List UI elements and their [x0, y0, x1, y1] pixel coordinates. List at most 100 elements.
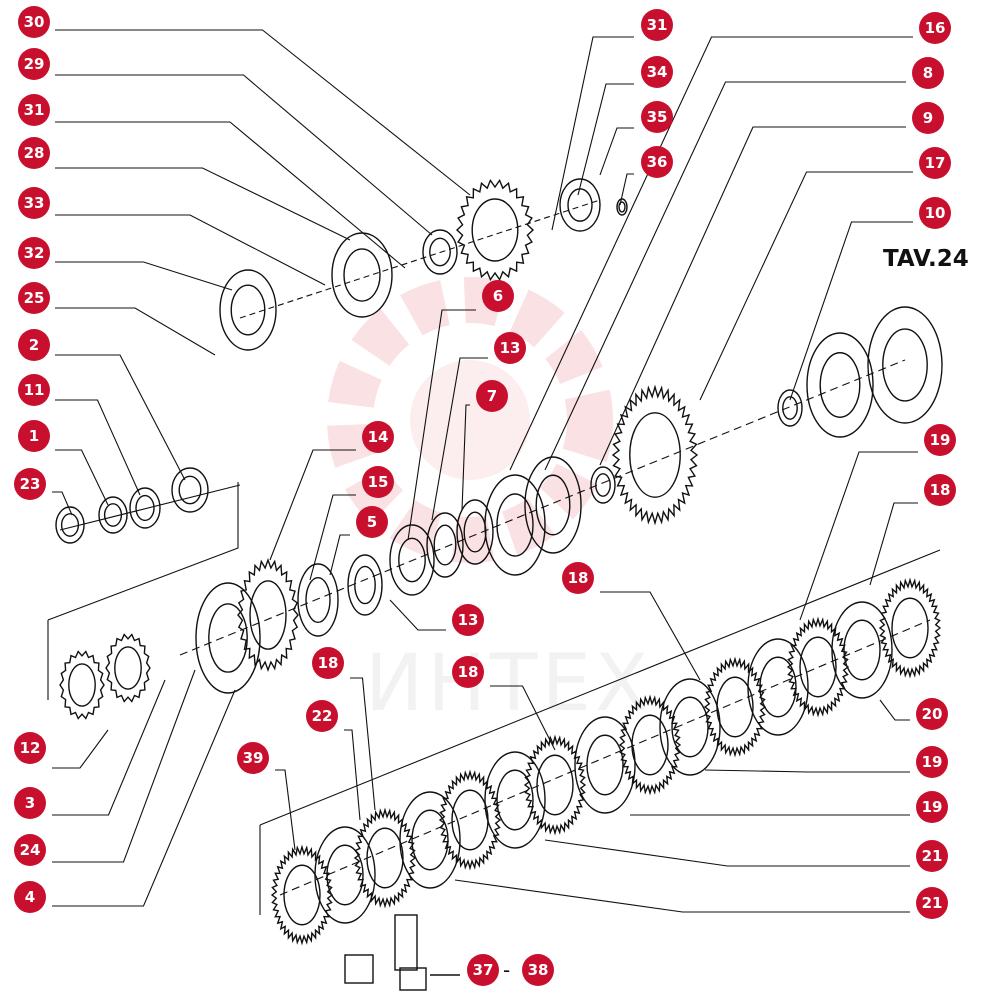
callout-circle	[522, 954, 554, 986]
callout-circle	[362, 466, 394, 498]
callout-number: 33	[24, 194, 45, 212]
callout-c17: 17	[919, 147, 951, 179]
drum_17-inner	[629, 412, 681, 498]
callout-c31a: 31	[18, 94, 50, 126]
callout-circle	[14, 468, 46, 500]
part-ring_8	[524, 456, 582, 554]
callout-c14: 14	[362, 421, 394, 453]
plate_18e-inner	[451, 789, 489, 851]
callout-c29: 29	[18, 48, 50, 80]
plate_18d-inner	[536, 754, 574, 816]
leader-c2	[55, 354, 186, 481]
leader-c1	[55, 449, 109, 506]
circlip_36-inner	[618, 201, 626, 213]
ring_15-outer	[297, 563, 339, 637]
callout-circle	[641, 9, 673, 41]
part-ring_29	[422, 229, 458, 275]
leader-c18a	[869, 502, 918, 586]
callout-number: 12	[20, 739, 41, 757]
plate_18-inner	[843, 619, 881, 681]
plate_19-inner	[799, 636, 837, 698]
callout-number: 15	[368, 473, 389, 491]
leader-c6	[407, 309, 476, 541]
callout-c18a: 18	[924, 474, 956, 506]
plate_39-teeth	[270, 844, 334, 946]
leader-c22	[344, 729, 361, 821]
gear_30-inner	[471, 198, 519, 262]
leader-c13b	[389, 599, 446, 631]
shim_10-inner	[819, 352, 861, 418]
watermark-text: ИНТЕХ	[365, 639, 652, 729]
part-plate_18f	[353, 807, 417, 909]
callout-number: 29	[24, 55, 45, 73]
part-plate_19c	[659, 678, 721, 776]
plate_28-outer	[331, 232, 393, 318]
callout-c18d: 18	[452, 656, 484, 688]
plate_22-inner	[326, 844, 364, 906]
callout-circle	[916, 840, 948, 872]
page-title: TAV.24	[883, 246, 969, 272]
callout-circle	[18, 329, 50, 361]
plate_39-inner	[283, 864, 321, 926]
callout-c19c: 19	[916, 791, 948, 823]
callout-c4: 4	[14, 881, 46, 913]
callout-circle	[924, 474, 956, 506]
callout-number: 23	[20, 475, 41, 493]
callout-c18b: 18	[562, 562, 594, 594]
callout-c38: 38	[522, 954, 554, 986]
leader-c36	[619, 173, 634, 206]
bush_10-inner	[782, 396, 798, 420]
leader-c33	[55, 214, 326, 286]
ring_7-inner	[463, 511, 487, 553]
callout-circle	[912, 102, 944, 134]
leader-c31b	[551, 36, 634, 231]
part-plate_19d	[574, 716, 636, 814]
callout-badges: 3029312833322521112312324431343536168917…	[14, 6, 956, 986]
leader-c18b	[600, 591, 701, 681]
plate_18b-inner	[716, 676, 754, 738]
callout-c9: 9	[912, 102, 944, 134]
leader-c5	[329, 534, 350, 576]
callout-c35: 35	[641, 101, 673, 133]
leader-c4	[52, 689, 236, 907]
plate_19b-outer	[747, 638, 809, 736]
callout-number: 13	[500, 339, 521, 357]
callout-circle	[18, 6, 50, 38]
callout-circle	[641, 56, 673, 88]
ring_15-inner	[305, 576, 331, 624]
part-washer_11	[129, 487, 161, 529]
callout-number: 18	[930, 481, 951, 499]
part-ring_7	[456, 499, 494, 565]
callout-c5: 5	[356, 506, 388, 538]
spring_14-inner	[249, 580, 287, 650]
leader-c21b	[454, 879, 910, 913]
part-ring_15	[297, 563, 339, 637]
part-snap_4	[195, 582, 261, 694]
callout-circle	[916, 887, 948, 919]
callout-number: 21	[922, 894, 943, 912]
leader-c32	[55, 261, 233, 291]
callout-c15: 15	[362, 466, 394, 498]
callout-number: 13	[458, 611, 479, 629]
callout-circle	[237, 742, 269, 774]
callout-number: 18	[568, 569, 589, 587]
callout-number: 19	[922, 798, 943, 816]
callout-circle	[18, 282, 50, 314]
plate_20-inner	[891, 597, 929, 659]
leader-c18d	[490, 685, 556, 751]
callout-circle	[452, 604, 484, 636]
leader-c29	[55, 74, 433, 236]
spring_6-outer	[389, 524, 435, 596]
part-plate_28	[331, 232, 393, 318]
spring_14-teeth	[237, 557, 299, 673]
callout-c36: 36	[641, 146, 673, 178]
plate_28-inner	[343, 248, 381, 302]
snap_4-outer	[195, 582, 261, 694]
plate_18f-teeth	[353, 807, 417, 909]
callout-circle	[916, 791, 948, 823]
ring_8-outer	[524, 456, 582, 554]
drum_17-teeth	[611, 384, 699, 526]
callout-circle	[452, 656, 484, 688]
callout-c25: 25	[18, 282, 50, 314]
part-circlip_36	[616, 198, 628, 216]
